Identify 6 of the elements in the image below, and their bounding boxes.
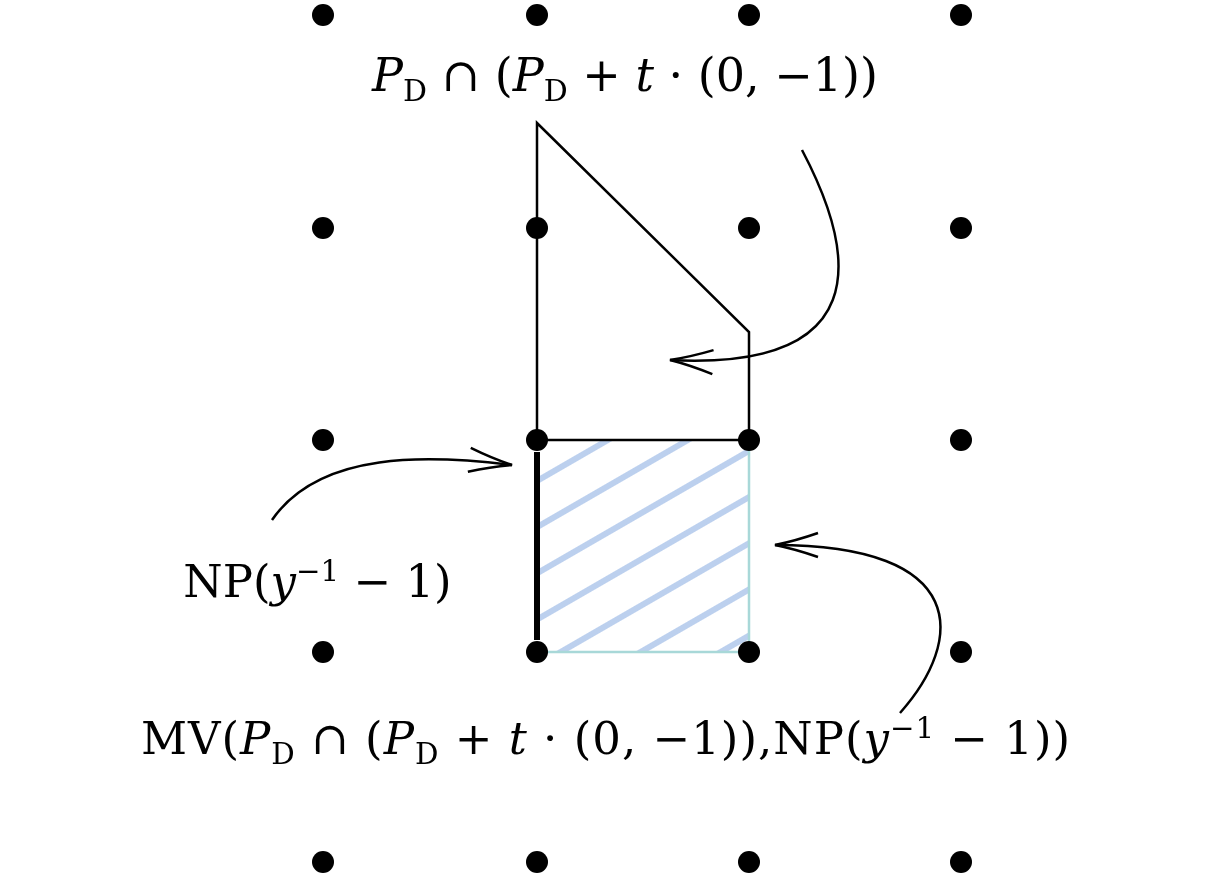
math-label: P$_{D}$ ∩ (P$_{D}$ + t · (0, −1)): [300, 50, 950, 109]
polygon-outline: [535, 120, 751, 442]
hatched-square: [537, 440, 751, 654]
math-label: NP(y$^{−1}$ − 1): [135, 555, 500, 607]
math-label: MV(P$_{D}$ ∩ (P$_{D}$ + t · (0, −1)),NP(y$^{−1}$ − 1)): [8, 712, 1204, 771]
thick-segment: [534, 452, 540, 640]
